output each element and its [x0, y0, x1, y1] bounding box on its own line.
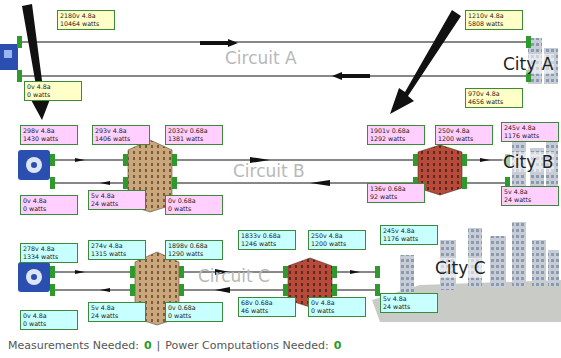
reading-text: 274v 4.8a [91, 242, 143, 250]
reading-text: 245v 4.8a [504, 124, 556, 132]
measurement-box: 298v 4.8a1430 watts [20, 125, 78, 145]
reading-text: 68v 0.68a [241, 299, 293, 307]
reading-text: 5v 4.8a [91, 304, 143, 312]
measurement-box: 2032v 0.68a1381 watts [165, 125, 223, 145]
reading-text: 1901v 0.68a [370, 127, 422, 135]
measurement-box: 245v 4.8a1176 watts [380, 225, 438, 245]
city-label: City C [434, 258, 487, 278]
reading-text: 250v 4.8a [438, 127, 490, 135]
reading-text: 136v 0.68a [370, 185, 422, 193]
measurement-box: 5v 4.8a24 watts [88, 302, 146, 322]
reading-text: 298v 4.8a [23, 127, 75, 135]
measurement-box: 1210v 4.8a5808 watts [465, 10, 523, 30]
power-text: 1176 watts [383, 235, 435, 243]
power-text: 24 watts [504, 196, 556, 204]
reading-text: 0v 4.8a [27, 83, 79, 91]
terminal [17, 36, 531, 296]
measurement-box: 68v 0.68a46 watts [238, 297, 296, 317]
power-text: 0 watts [168, 312, 220, 320]
power-text: 24 watts [91, 200, 143, 208]
power-text: 1176 watts [504, 132, 556, 140]
power-text: 0 watts [311, 307, 363, 315]
measurement-box: 0v 0.68a0 watts [165, 195, 223, 215]
power-text: 1292 watts [370, 135, 422, 143]
measurement-box: 5v 4.8a24 watts [380, 293, 438, 313]
reading-text: 245v 4.8a [383, 227, 435, 235]
circuit-label: Circuit C [198, 266, 270, 286]
measurement-box: 5v 4.8a24 watts [501, 186, 559, 206]
power-text: 1334 watts [23, 253, 75, 261]
reading-text: 293v 4.8a [95, 127, 147, 135]
reading-text: 5v 4.8a [383, 295, 435, 303]
reading-text: 1210v 4.8a [468, 12, 520, 20]
measurement-box: 0v 4.8a0 watts [20, 310, 78, 330]
city-label: City A [502, 54, 554, 74]
power-text: 1200 watts [311, 240, 363, 248]
power-text: 1406 watts [95, 135, 147, 143]
power-text: 24 watts [383, 303, 435, 311]
measurement-box: 245v 4.8a1176 watts [501, 122, 559, 142]
reading-text: 278v 4.8a [23, 245, 75, 253]
status-count: 0 [144, 339, 152, 352]
power-text: 92 watts [370, 193, 422, 201]
power-text: 0 watts [168, 205, 220, 213]
reading-text: 1833v 0.68a [241, 232, 293, 240]
flow-arrow [75, 39, 490, 293]
power-text: 1290 watts [168, 250, 220, 258]
city [372, 38, 561, 322]
power-text: 1430 watts [23, 135, 75, 143]
power-text: 5808 watts [468, 20, 520, 28]
measurement-box: 0v 4.8a0 watts [20, 195, 78, 215]
status-text: Power Computations Needed: [165, 339, 328, 352]
reading-text: 1898v 0.68a [168, 242, 220, 250]
power-text: 1246 watts [241, 240, 293, 248]
pointer-arrow [22, 4, 461, 120]
reading-text: 2180v 4.8a [60, 12, 112, 20]
reading-text: 5v 4.8a [504, 188, 556, 196]
measurement-box: 5v 4.8a24 watts [88, 190, 146, 210]
reading-text: 0v 0.68a [168, 304, 220, 312]
power-text: 10464 watts [60, 20, 112, 28]
measurement-box: 278v 4.8a1334 watts [20, 243, 78, 263]
measurement-box: 0v 4.8a0 watts [24, 81, 82, 101]
power-text: 24 watts [91, 312, 143, 320]
measurement-box: 250v 4.8a1200 watts [435, 125, 493, 145]
reading-text: 0v 4.8a [23, 312, 75, 320]
reading-text: 0v 0.68a [168, 197, 220, 205]
measurement-box: 1901v 0.68a1292 watts [367, 125, 425, 145]
power-text: 0 watts [23, 205, 75, 213]
building [128, 140, 462, 325]
measurement-box: 1898v 0.68a1290 watts [165, 240, 223, 260]
reading-text: 0v 4.8a [23, 197, 75, 205]
power-text: 1381 watts [168, 135, 220, 143]
measurement-box: 0v 4.8a0 watts [308, 297, 366, 317]
measurement-box: 970v 4.8a4656 watts [465, 88, 523, 108]
status-text: Measurements Needed: [8, 339, 139, 352]
measurement-box: 1833v 0.68a1246 watts [238, 230, 296, 250]
separator: | [157, 339, 161, 352]
circuit-label: Circuit A [225, 48, 297, 68]
reading-text: 2032v 0.68a [168, 127, 220, 135]
power-text: 4656 watts [468, 98, 520, 106]
status-count: 0 [334, 339, 342, 352]
power-text: 0 watts [27, 91, 79, 99]
reading-text: 970v 4.8a [468, 90, 520, 98]
power-text: 1315 watts [91, 250, 143, 258]
power-text: 46 watts [241, 307, 293, 315]
measurement-box: 293v 4.8a1406 watts [92, 125, 150, 145]
city-label: City B [502, 152, 554, 172]
wire [18, 42, 530, 290]
measurement-box: 250v 4.8a1200 watts [308, 230, 366, 250]
power-text: 0 watts [23, 320, 75, 328]
measurement-box: 136v 0.68a92 watts [367, 183, 425, 203]
measurement-box: 2180v 4.8a10464 watts [57, 10, 115, 30]
power-text: 1200 watts [438, 135, 490, 143]
circuit-label: Circuit B [233, 161, 305, 181]
reading-text: 250v 4.8a [311, 232, 363, 240]
measurement-box: 274v 4.8a1315 watts [88, 240, 146, 260]
reading-text: 5v 4.8a [91, 192, 143, 200]
measurement-box: 0v 0.68a0 watts [165, 302, 223, 322]
reading-text: 0v 4.8a [311, 299, 363, 307]
